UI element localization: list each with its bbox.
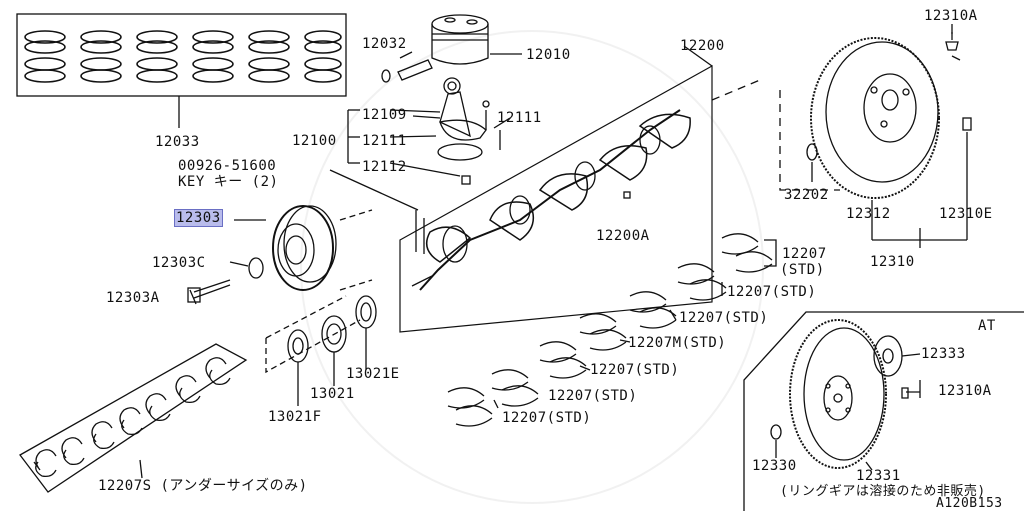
part-12303C-label[interactable]: 12303C xyxy=(152,255,206,271)
part-12109-label[interactable]: 12109 xyxy=(362,107,407,123)
part-12207-label-1[interactable]: 12207 xyxy=(782,246,827,262)
part-00926-51600-label[interactable]: 00926-51600 xyxy=(178,158,277,174)
part-13021E-label[interactable]: 13021E xyxy=(346,366,400,382)
piston-ring-set[interactable] xyxy=(16,13,347,128)
key-label: KEY キー (2) xyxy=(178,174,279,190)
part-12303-label[interactable]: 12303 xyxy=(174,209,223,227)
part-12032-label[interactable]: 12032 xyxy=(362,36,407,52)
flywheel-mt[interactable] xyxy=(779,24,972,248)
part-12200A-label[interactable]: 12200A xyxy=(596,228,650,244)
part-32202-label[interactable]: 32202 xyxy=(784,187,829,203)
part-12207S-label[interactable]: 12207S (アンダーサイズのみ) xyxy=(98,478,308,494)
part-12331-label[interactable]: 12331 xyxy=(856,468,901,484)
part-12310E-label[interactable]: 12310E xyxy=(939,206,993,222)
part-13021F-label[interactable]: 13021F xyxy=(268,409,322,425)
part-12310-label[interactable]: 12310 xyxy=(870,254,915,270)
part-12330-label[interactable]: 12330 xyxy=(752,458,797,474)
diagram-code: A120B153 xyxy=(936,496,1003,511)
part-12207-label-2[interactable]: 12207(STD) xyxy=(727,284,817,300)
piston[interactable] xyxy=(381,14,522,83)
crankshaft[interactable] xyxy=(399,45,761,333)
part-13021-label[interactable]: 13021 xyxy=(310,386,355,402)
at-flywheel-section[interactable] xyxy=(743,311,1024,511)
watermark-emblem xyxy=(300,30,764,504)
part-12207-label-4[interactable]: 12207(STD) xyxy=(590,362,680,378)
part-12111-label-b[interactable]: 12111 xyxy=(497,110,542,126)
part-12207-label-5[interactable]: 12207(STD) xyxy=(548,388,638,404)
part-12310A-at-label[interactable]: 12310A xyxy=(938,383,992,399)
part-12331-note: (リングギアは溶接のため非販売) xyxy=(780,484,986,499)
part-12207-label-3[interactable]: 12207(STD) xyxy=(679,310,769,326)
part-12303A-label[interactable]: 12303A xyxy=(106,290,160,306)
main-bearing-pairs[interactable] xyxy=(447,233,777,427)
part-12333-label[interactable]: 12333 xyxy=(921,346,966,362)
part-12207M-label[interactable]: 12207M(STD) xyxy=(628,335,727,351)
part-12207-std-1: (STD) xyxy=(780,262,825,278)
part-12200-label[interactable]: 12200 xyxy=(680,38,725,54)
connecting-rod[interactable] xyxy=(347,77,511,185)
part-12111-label-a[interactable]: 12111 xyxy=(362,133,407,149)
main-bearing-undersize-set[interactable] xyxy=(19,343,248,493)
part-12010-label[interactable]: 12010 xyxy=(526,47,571,63)
part-12112-label[interactable]: 12112 xyxy=(362,159,407,175)
at-section-label: AT xyxy=(978,318,996,334)
timing-parts[interactable] xyxy=(265,295,377,406)
part-12033-label[interactable]: 12033 xyxy=(155,134,200,150)
part-12310A-top-label[interactable]: 12310A xyxy=(924,8,978,24)
part-12100-label[interactable]: 12100 xyxy=(292,133,337,149)
part-12207-label-6[interactable]: 12207(STD) xyxy=(502,410,592,426)
crank-pulley[interactable] xyxy=(187,169,425,305)
part-12312-label[interactable]: 12312 xyxy=(846,206,891,222)
